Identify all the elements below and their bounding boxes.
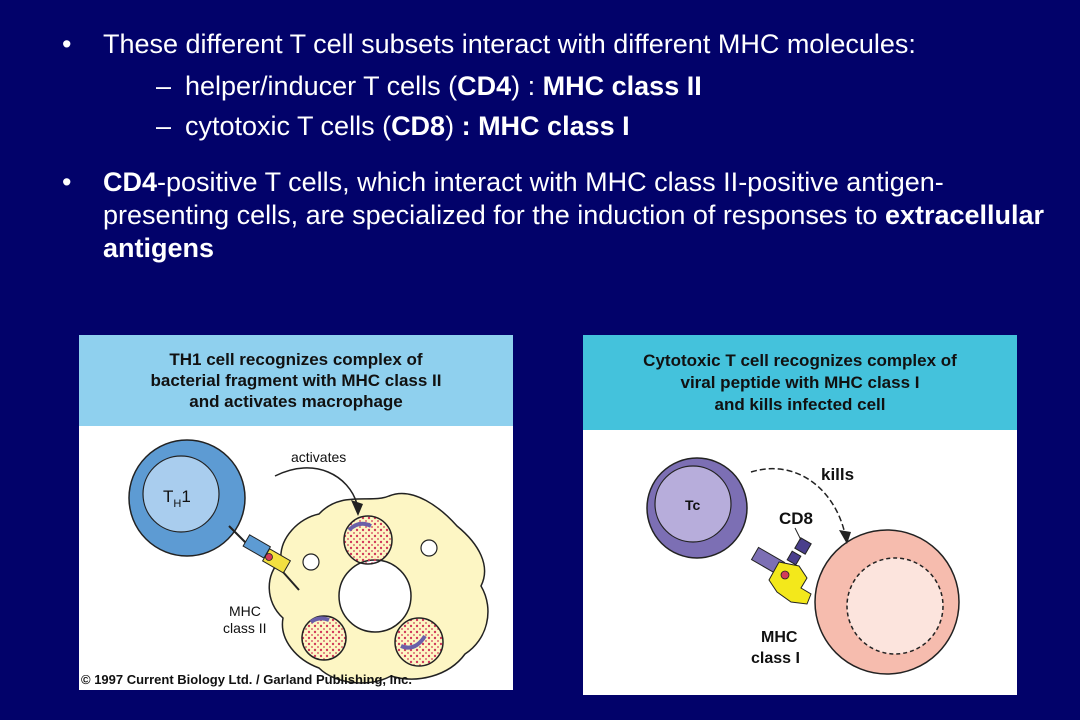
- figure-right-header-line: Cytotoxic T cell recognizes complex of: [643, 350, 957, 370]
- subset-list: – helper/inducer T cells (CD4) : MHC cla…: [103, 66, 1052, 146]
- tc-nucleus: [654, 465, 732, 543]
- dash-marker: –: [156, 111, 172, 141]
- peptide: [265, 553, 273, 561]
- subset-marker-name: CD8: [391, 111, 446, 141]
- bacterial-vesicle: [301, 615, 347, 661]
- figure-left-header-line: TH1 cell recognizes complex of: [169, 350, 423, 369]
- subset-mhc-class: MHC class II: [542, 71, 702, 101]
- figure-right-illustration: Tc kills CD8 MHC class I: [646, 457, 960, 675]
- subset-mhc-class: : MHC class I: [461, 111, 630, 141]
- figure-right-header: Cytotoxic T cell recognizes complex of v…: [583, 335, 1017, 430]
- arrowhead: [839, 530, 851, 544]
- bullet-text: -positive T cells, which interact with M…: [103, 167, 944, 230]
- bullet-cd4-specialization: • CD4-positive T cells, which interact w…: [62, 166, 1052, 265]
- mhc-label: MHC: [229, 603, 261, 619]
- figure-left-header-line: bacterial fragment with MHC class II: [150, 371, 442, 390]
- cd8-label: CD8: [779, 509, 813, 528]
- subset-marker-name: CD4: [457, 71, 512, 101]
- bullet-text: These different T cell subsets interact …: [103, 29, 916, 59]
- kills-label: kills: [821, 465, 854, 484]
- th1-nucleus: [142, 455, 220, 533]
- cd8-coreceptor: [786, 550, 802, 566]
- kills-arrow: [750, 467, 846, 535]
- bacterial-vesicle: [394, 617, 444, 667]
- figure-left-header-line: and activates macrophage: [189, 392, 403, 411]
- subset-item-cd8: – cytotoxic T cells (CD8) : MHC class I: [103, 106, 1052, 146]
- target-cell-nucleus: [846, 557, 944, 655]
- bullet-bold-start: CD4: [103, 167, 158, 197]
- dash-marker: –: [156, 71, 172, 101]
- mhc-label: MHC: [761, 629, 798, 646]
- mhc-stem: [282, 571, 300, 591]
- viral-peptide: [780, 570, 790, 580]
- small-vesicle: [302, 553, 320, 571]
- subset-separator: ): [445, 111, 462, 141]
- copyright-notice: © 1997 Current Biology Ltd. / Garland Pu…: [81, 672, 413, 687]
- small-vesicle: [420, 539, 438, 557]
- figure-left-header: TH1 cell recognizes complex of bacterial…: [79, 335, 513, 426]
- bullet-mhc-interaction: • These different T cell subsets interac…: [62, 28, 1052, 146]
- figure-left-illustration: TH1 activates MHC class II: [128, 439, 489, 684]
- mhc-label: class I: [751, 650, 800, 667]
- mhc-label: class II: [223, 620, 267, 636]
- figure-cytotoxic-t-cell: Cytotoxic T cell recognizes complex of v…: [583, 335, 1017, 695]
- bacterial-vesicle: [343, 515, 393, 565]
- subset-text: helper/inducer T cells (: [185, 71, 458, 101]
- bullet-marker: •: [62, 167, 72, 197]
- activates-arrow: [274, 467, 358, 505]
- figure-th1-macrophage: TH1 cell recognizes complex of bacterial…: [79, 335, 513, 690]
- figure-right-header-line: viral peptide with MHC class I: [680, 372, 920, 392]
- bullet-bold-end: extracellular antigens: [103, 200, 1045, 263]
- activates-label: activates: [291, 449, 346, 465]
- mhc-class-i-molecule: [768, 561, 812, 605]
- subset-separator: ) :: [511, 71, 543, 101]
- arrowhead: [351, 500, 363, 516]
- cd8-pointer: [794, 527, 802, 541]
- slide-text: • These different T cell subsets interac…: [62, 28, 1052, 265]
- figure-right-header-line: and kills infected cell: [714, 394, 886, 414]
- macrophage-nucleus: [338, 559, 412, 633]
- tc-cell-label: Tc: [685, 497, 701, 513]
- subset-text: cytotoxic T cells (: [185, 111, 392, 141]
- cd8-coreceptor: [794, 537, 812, 555]
- bullet-marker: •: [62, 29, 72, 59]
- th1-cell-label: TH1: [163, 487, 191, 510]
- subset-item-cd4: – helper/inducer T cells (CD4) : MHC cla…: [103, 66, 1052, 106]
